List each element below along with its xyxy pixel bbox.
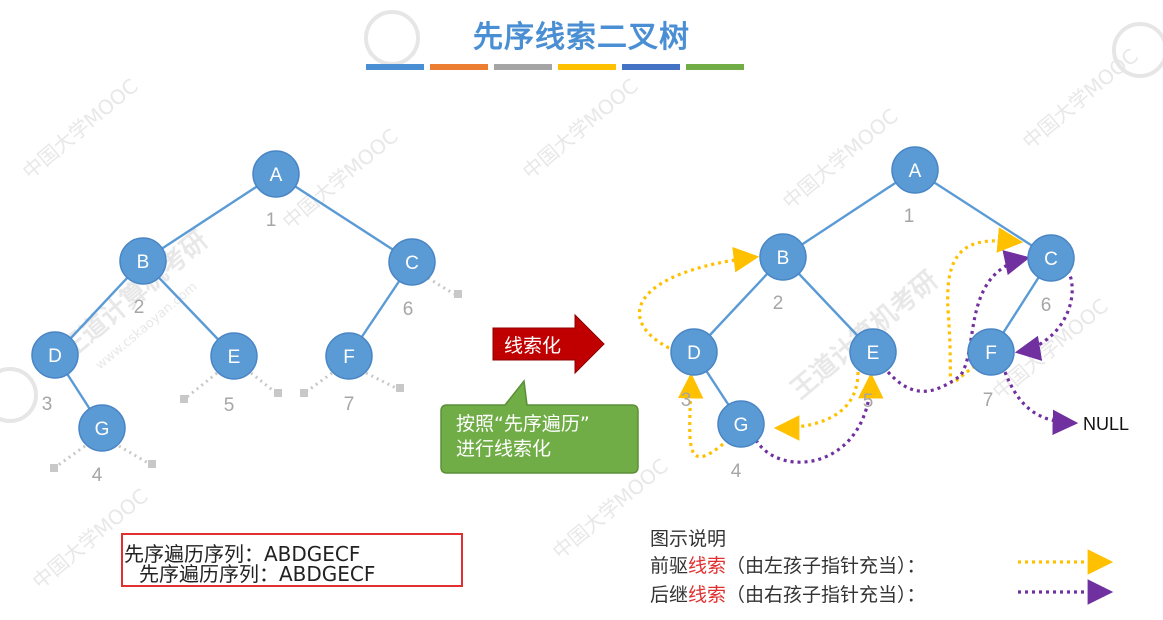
node-index: 5: [224, 395, 235, 416]
watermark-logo-icon: [0, 367, 38, 423]
svg-text:C: C: [405, 253, 419, 274]
node-index: 2: [773, 293, 784, 314]
right-tree: A B C D E F G 1 2 6 3 5 7 4: [637, 146, 1079, 482]
svg-text:B: B: [137, 252, 150, 273]
legend-predecessor: 前驱线索（由左孩子指针充当）：: [650, 551, 926, 578]
page-title: 先序线索二叉树: [473, 20, 690, 55]
callout-text: 按照“先序遍历” 进行线索化: [456, 412, 590, 462]
node-index: 2: [134, 297, 145, 318]
node-index: 6: [403, 299, 414, 320]
threading-arrow: [492, 313, 605, 375]
left-tree: A B C D E F G 1 2 6 3 5 7 4: [31, 150, 462, 486]
tree-node-c: C: [388, 238, 436, 286]
tree-node-a: A: [252, 150, 300, 198]
node-index: 4: [92, 465, 103, 486]
legend-heading: 图示说明: [650, 528, 727, 550]
tree-edge: [914, 168, 1052, 260]
tree-node-e: E: [210, 332, 258, 380]
watermark-text: 中国大学MOOC: [18, 74, 143, 184]
legend-pred-prefix: 前驱: [650, 555, 689, 577]
thread-e-to-g: [773, 371, 860, 441]
tree-edge: [142, 172, 277, 263]
preorder-sequence-text-overlay: 先序遍历序列：ABDGECF: [139, 562, 376, 586]
node-index: 7: [344, 394, 355, 415]
tree-node-c: C: [1027, 234, 1075, 282]
callout-line-1: 按照“先序遍历”: [456, 413, 590, 435]
svg-text:F: F: [343, 347, 355, 368]
svg-text:A: A: [909, 161, 922, 182]
node-index: 3: [681, 390, 692, 411]
svg-text:G: G: [95, 419, 110, 440]
thread-c-to-f: [1014, 269, 1074, 361]
svg-text:B: B: [777, 248, 790, 269]
tree-node-b: B: [759, 233, 807, 281]
color-bar: [494, 64, 552, 70]
tree-node-f: F: [325, 332, 373, 380]
null-pointers: [50, 276, 462, 472]
legend-successor: 后继线索（由右孩子指针充当）：: [650, 580, 926, 607]
watermark-text: 中国大学MOOC: [1018, 44, 1143, 154]
preorder-sequence-text: 先序遍历序列：ABDGECF: [124, 542, 361, 566]
color-bar: [686, 64, 744, 70]
successor-threads: [754, 250, 1079, 464]
svg-text:C: C: [1044, 249, 1058, 270]
svg-text:D: D: [48, 346, 62, 367]
node-index: 3: [42, 394, 53, 415]
legend-pred-suffix: （由左孩子指针充当）：: [726, 555, 926, 577]
tree-node-e: E: [849, 328, 897, 376]
node-index: 1: [266, 210, 277, 231]
svg-text:E: E: [228, 347, 241, 368]
tree-node-f: F: [967, 328, 1015, 376]
legend-succ-prefix: 后继: [650, 584, 689, 606]
null-label: NULL: [1083, 414, 1130, 434]
svg-text:E: E: [867, 343, 880, 364]
color-bar: [366, 64, 424, 70]
preorder-sequence-box: [121, 533, 463, 587]
thread-d-to-b: [637, 246, 760, 350]
svg-text:A: A: [270, 165, 283, 186]
watermark-layer: 中国大学MOOC 中国大学MOOC 中国大学MOOC 中国大学MOOC 中国大学…: [0, 10, 1163, 594]
svg-text:G: G: [734, 415, 749, 436]
color-bar: [558, 64, 616, 70]
node-index: 6: [1041, 295, 1052, 316]
svg-text:F: F: [985, 343, 997, 364]
legend-succ-suffix: （由右孩子指针充当）：: [726, 584, 926, 606]
tree-edge: [782, 168, 916, 259]
watermark-text: 中国大学MOOC: [518, 74, 643, 184]
node-index: 5: [863, 391, 874, 412]
node-index: 4: [731, 461, 742, 482]
tree-node-g: G: [78, 404, 126, 452]
tree-node-d: D: [670, 328, 718, 376]
svg-text:D: D: [687, 343, 701, 364]
predecessor-threads: [637, 227, 1024, 459]
color-bar: [622, 64, 680, 70]
node-index: 7: [983, 390, 994, 411]
thread-e-to-c: [886, 250, 1031, 393]
callout-line-2: 进行线索化: [456, 438, 552, 460]
tree-node-g: G: [717, 400, 765, 448]
watermark-text: 中国大学MOOC: [778, 104, 903, 214]
tree-node-a: A: [891, 146, 939, 194]
thread-g-to-d: [677, 372, 725, 459]
legend-pred-thread: 线索: [688, 555, 727, 577]
callout-bubble: [440, 379, 639, 474]
title-color-bars: [366, 64, 744, 70]
tree-node-d: D: [31, 331, 79, 379]
threading-arrow-label: 线索化: [504, 335, 562, 357]
tree-edge: [275, 172, 413, 264]
node-index: 1: [904, 206, 915, 227]
legend-succ-thread: 线索: [688, 584, 727, 606]
watermark-logo-icon: [1112, 22, 1163, 78]
color-bar: [430, 64, 488, 70]
tree-node-b: B: [119, 237, 167, 285]
